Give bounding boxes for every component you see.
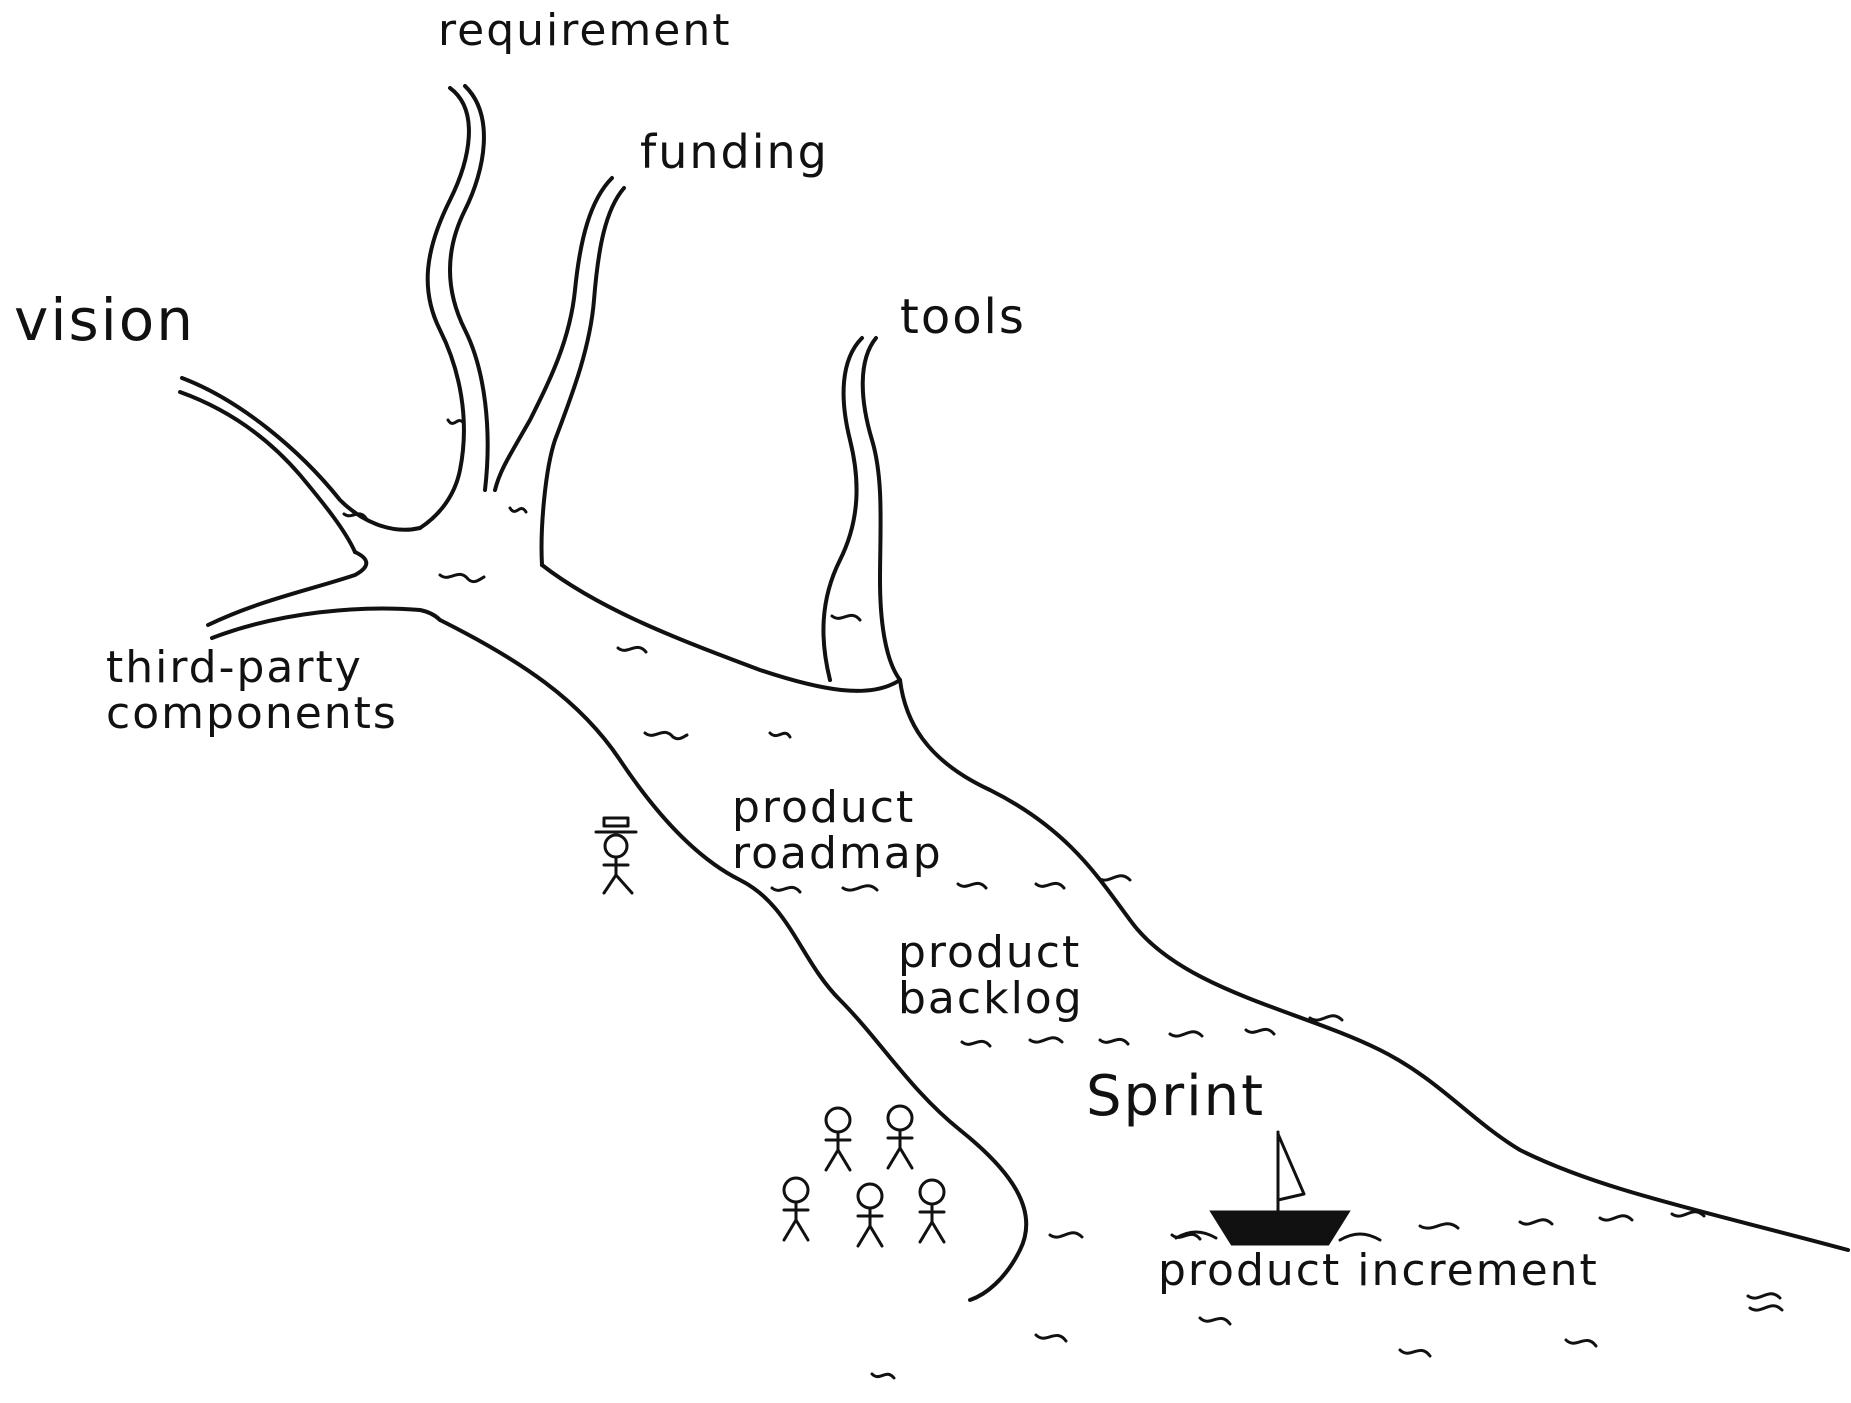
stick-figure-icon <box>824 1106 852 1172</box>
tributary-requirement-inner <box>448 84 490 492</box>
label-vision: vision <box>14 286 196 354</box>
label-funding: funding <box>640 125 829 179</box>
tributary-third-party-inner <box>210 606 442 640</box>
water-ripples <box>342 418 1784 1380</box>
label-third-party-line1: third-party <box>106 642 363 693</box>
label-third-party-components: third-party components <box>106 642 436 740</box>
tributary-tools <box>821 336 864 682</box>
label-backlog-line2: backlog <box>898 973 1084 1025</box>
stick-figure-with-hat-icon <box>594 816 638 895</box>
label-product-increment: product increment <box>1158 1245 1599 1296</box>
river-left-bank <box>438 618 1029 1302</box>
tributary-vision-inner <box>178 390 357 554</box>
stick-figure-icon <box>856 1182 884 1248</box>
label-roadmap-line1: product <box>732 782 916 833</box>
stick-figure-icon <box>918 1178 946 1244</box>
label-roadmap-line2: roadmap <box>732 828 943 880</box>
tributary-funding-inner <box>539 186 626 567</box>
label-tools: tools <box>900 289 1026 345</box>
label-third-party-line2: components <box>106 688 398 740</box>
label-sprint: Sprint <box>1086 1064 1266 1129</box>
sailboat-icon <box>1174 1130 1382 1246</box>
stick-figure-icon <box>886 1104 914 1170</box>
label-requirement: requirement <box>438 5 732 56</box>
label-product-backlog: product backlog <box>898 927 1084 1025</box>
tributary-funding <box>493 176 614 492</box>
tributary-requirement <box>418 86 471 530</box>
team-group <box>782 1104 946 1248</box>
tributary-third-party <box>206 550 369 627</box>
label-product-roadmap: product roadmap <box>732 782 943 880</box>
label-backlog-line1: product <box>898 927 1082 978</box>
tributary-vision <box>180 376 422 532</box>
stick-figure-icon <box>782 1176 810 1242</box>
tributary-tools-inner <box>860 336 902 682</box>
river-right-bank <box>540 563 1850 1252</box>
